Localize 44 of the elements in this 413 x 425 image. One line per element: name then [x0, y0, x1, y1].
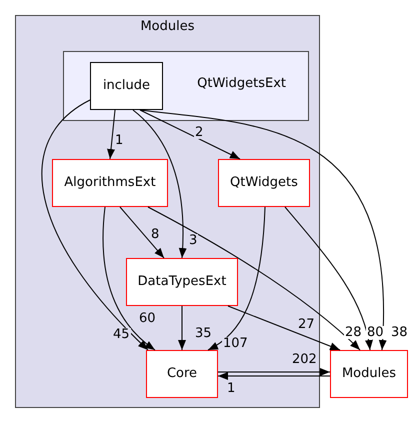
edge-label: 202	[291, 353, 318, 366]
arrow	[228, 306, 340, 350]
arrow	[208, 206, 266, 350]
edge-label: 2	[194, 126, 204, 139]
arrow	[140, 110, 240, 160]
arrow	[218, 372, 330, 380]
arrow	[41, 100, 148, 350]
folder-label: AlgorithmsExt	[64, 174, 156, 192]
edge-label: 3	[188, 234, 198, 247]
folder-label: QtWidgetsExt	[197, 76, 286, 92]
folder-label: Modules	[139, 19, 196, 36]
folder-box	[218, 159, 310, 207]
folder-label: Modules	[342, 366, 396, 382]
edge-label: 38	[390, 326, 409, 339]
arrow	[140, 110, 386, 350]
edge-label: 60	[138, 312, 157, 325]
edge-label: 8	[150, 228, 160, 241]
folder-label: include	[102, 78, 150, 94]
folder-box	[146, 350, 218, 398]
edge-label: 27	[297, 318, 316, 331]
arrow	[107, 110, 116, 160]
folder-box	[90, 62, 163, 110]
edge-label: 35	[194, 327, 213, 340]
arrow	[284, 206, 372, 350]
group-frame	[15, 15, 320, 408]
arrow	[148, 206, 360, 350]
arrow	[218, 368, 330, 376]
arrow	[102, 206, 156, 350]
edge-label: 80	[366, 326, 385, 339]
folder-label: DataTypesExt	[138, 274, 226, 290]
edge-label: 45	[112, 328, 131, 341]
edge-label: 1	[226, 382, 236, 395]
arrow	[178, 306, 186, 350]
folder-box	[330, 350, 408, 398]
arrow	[120, 206, 164, 258]
folder-label: QtWidgets	[230, 174, 298, 192]
folder-box	[126, 258, 238, 306]
arrow	[132, 110, 187, 258]
group-frame	[63, 51, 309, 121]
edge-label: 1	[114, 134, 124, 147]
edge-label: 107	[222, 337, 249, 350]
folder-label: Core	[166, 366, 198, 382]
edge-label: 28	[344, 326, 363, 339]
folder-box	[52, 159, 168, 207]
